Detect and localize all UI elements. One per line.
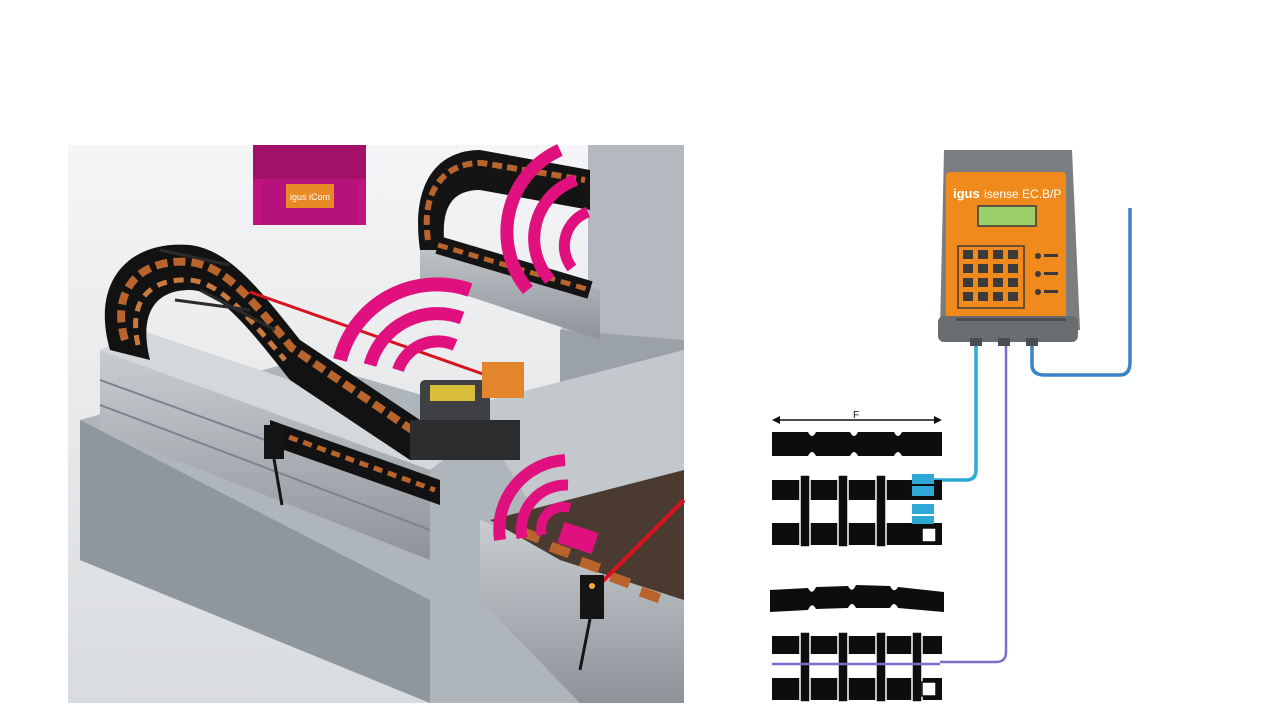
wireless-signal-icon: [500, 144, 591, 295]
chain-diagram: F: [770, 410, 944, 703]
cable-cyan: [934, 346, 978, 482]
chain-side-view-lower: [770, 585, 944, 612]
sensor-icon: [578, 575, 604, 671]
icom-label-plate: [286, 184, 334, 208]
cable-purple: [940, 346, 1008, 664]
dimension-arrow: F: [772, 410, 942, 424]
controller-model: isense EC.B/P: [984, 187, 1061, 201]
controller-display: [977, 205, 1037, 227]
chain-top-view-upper: [772, 474, 942, 548]
status-led-icons: [1035, 253, 1058, 295]
isense-controller: igus isense EC.B/P: [938, 150, 1080, 346]
icom-module: igus iCom: [253, 145, 366, 225]
machine-illustration: igus iCom: [68, 144, 686, 703]
cable-blue: [1030, 208, 1132, 377]
chain-side-view-upper: [772, 432, 942, 456]
sensor-module: [410, 362, 524, 460]
laser-beam-upper: [249, 290, 501, 382]
transmitter-block: [557, 521, 599, 555]
base-platform-side: [80, 420, 430, 703]
energy-chain-main: [104, 244, 420, 460]
wireless-signal-icon: [333, 277, 473, 373]
icom-label: igus iCom: [290, 192, 330, 202]
controller-brand: igus: [953, 186, 980, 201]
keypad-icon: [957, 245, 1025, 309]
dimension-label: F: [853, 410, 859, 421]
cable-glands: [970, 338, 1038, 346]
sensor-icon: [264, 425, 284, 506]
wireless-signal-icon: [493, 454, 572, 541]
laser-beam-lower: [594, 498, 686, 590]
chain-top-view-lower: [772, 631, 942, 703]
sensor-cyan-top: [912, 474, 934, 484]
